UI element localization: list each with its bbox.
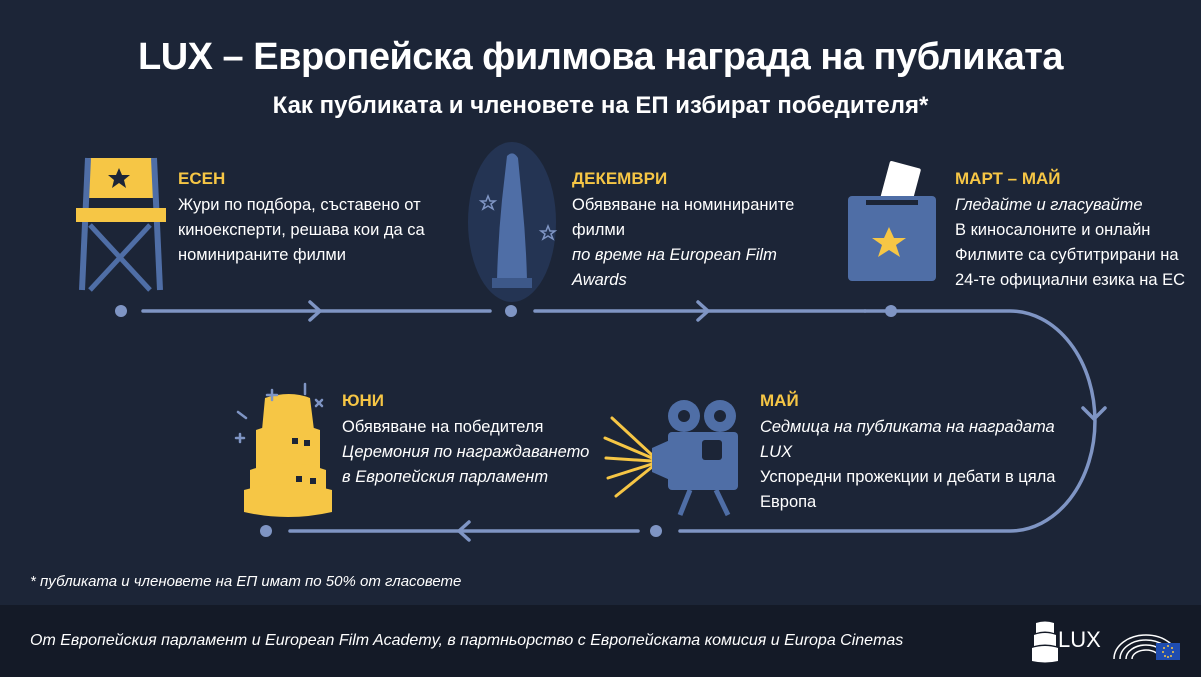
step-line: Обявяване на номинираните — [572, 196, 795, 214]
step-june: ЮНИ Обявяване на победителя Церемония по… — [342, 388, 602, 490]
step-heading: ЕСЕН — [178, 169, 226, 188]
projector-icon — [603, 400, 738, 517]
step-note: Церемония по награждаването — [342, 443, 590, 461]
film-reel-icon — [234, 382, 332, 517]
step-december: ДЕКЕМВРИ Обявяване на номинираните филми… — [572, 166, 822, 293]
page-subtitle: Как публиката и членовете на ЕП избират … — [272, 92, 929, 119]
step-march-may: МАРТ – МАЙ Гледайте и гласувайте В кинос… — [955, 166, 1195, 293]
timeline-chevrons — [308, 300, 1107, 542]
step-line: Филмите са субтитрирани на — [955, 246, 1179, 264]
step-heading: ЮНИ — [342, 391, 385, 410]
step-may: МАЙ Седмица на публиката на наградата LU… — [760, 388, 1060, 515]
lux-logo-icon — [1032, 621, 1058, 663]
lux-logo-text: LUX — [1058, 627, 1101, 652]
page-title: LUX – Европейска филмова награда на публ… — [137, 36, 1064, 78]
director-chair-icon — [76, 157, 166, 292]
parliament-logo-icon — [1113, 634, 1180, 660]
step-heading: ДЕКЕМВРИ — [572, 169, 668, 188]
step-autumn: ЕСЕН Жури по подбора, съставено от киное… — [178, 166, 448, 268]
step-line: киноексперти, решава кои да са — [178, 221, 425, 239]
step-note: по време на European Film Awards — [572, 246, 777, 289]
step-line: 24-те официални езика на ЕС — [955, 271, 1186, 289]
step-heading: МАРТ – МАЙ — [955, 169, 1061, 188]
step-heading: МАЙ — [760, 391, 799, 410]
footer-credit: От Европейския парламент и European Film… — [30, 632, 904, 649]
step-line: филми — [572, 221, 625, 239]
step-note: Гледайте и гласувайте — [955, 196, 1143, 214]
timeline-dots — [115, 305, 897, 537]
step-line: Успоредни прожекции и дебати в цяла — [760, 468, 1056, 486]
step-line: В киносалоните и онлайн — [955, 221, 1151, 239]
ballot-box-icon — [848, 161, 936, 281]
step-line: номинираните филми — [178, 246, 346, 264]
statuette-icon — [468, 142, 558, 302]
step-line: Европа — [760, 493, 817, 511]
step-note: Седмица на публиката на наградата LUX — [760, 418, 1055, 461]
step-note: в Европейския парламент — [342, 468, 549, 486]
footer-bar: От Европейския парламент и European Film… — [0, 605, 1201, 677]
step-line: Обявяване на победителя — [342, 418, 544, 436]
timeline-line — [141, 309, 1097, 533]
footnote: * публиката и членовете на ЕП имат по 50… — [30, 573, 462, 590]
step-line: Жури по подбора, съставено от — [178, 196, 421, 214]
